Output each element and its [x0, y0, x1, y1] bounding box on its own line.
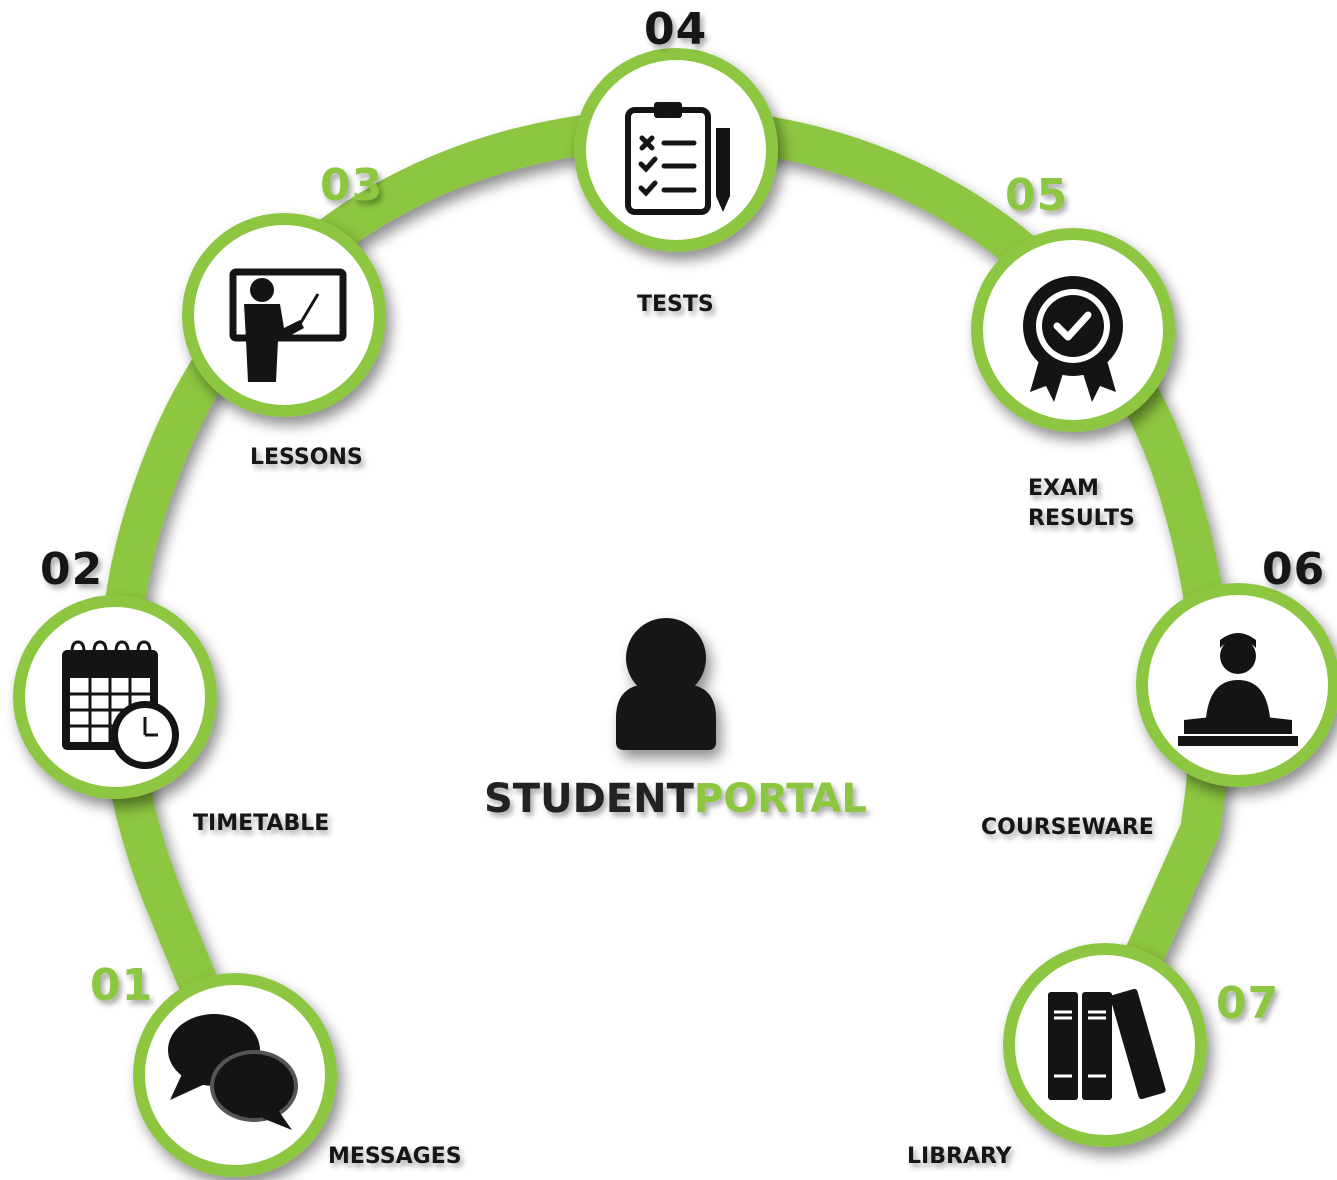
- reader-book-icon: [1178, 633, 1298, 746]
- number-01: 01: [90, 960, 153, 1011]
- number-02: 02: [40, 544, 103, 595]
- number-04: 04: [644, 4, 707, 55]
- node-tests[interactable]: [574, 48, 778, 252]
- node-library[interactable]: [1003, 943, 1207, 1147]
- books-icon: [1048, 988, 1166, 1100]
- number-05: 05: [1005, 170, 1068, 221]
- node-exam-results[interactable]: [971, 228, 1175, 432]
- node-messages[interactable]: [133, 973, 337, 1177]
- number-06: 06: [1262, 544, 1325, 595]
- title-portal: PORTAL: [694, 776, 867, 822]
- label-lessons: LESSONS: [250, 445, 363, 470]
- number-03: 03: [320, 160, 383, 211]
- user-icon: [616, 618, 716, 750]
- label-courseware: COURSEWARE: [981, 815, 1154, 840]
- teacher-board-icon: [229, 268, 347, 382]
- number-07: 07: [1216, 978, 1279, 1029]
- node-timetable[interactable]: [13, 595, 217, 799]
- award-badge-icon: [1023, 276, 1123, 402]
- calendar-clock-icon: [62, 640, 179, 769]
- label-library: LIBRARY: [907, 1144, 1013, 1169]
- clipboard-checklist-icon: [625, 102, 730, 215]
- label-tests: TESTS: [637, 292, 714, 317]
- node-courseware[interactable]: [1136, 583, 1337, 787]
- title-student: STUDENT: [484, 776, 695, 822]
- node-lessons[interactable]: [182, 213, 386, 417]
- label-messages: MESSAGES: [328, 1144, 462, 1169]
- student-portal-title: STUDENTPORTAL: [484, 776, 867, 822]
- chat-bubbles-icon: [168, 1014, 298, 1130]
- label-timetable: TIMETABLE: [193, 811, 329, 836]
- label-exam-results-line1: EXAM: [1028, 476, 1099, 501]
- label-exam-results-line2: RESULTS: [1028, 506, 1135, 531]
